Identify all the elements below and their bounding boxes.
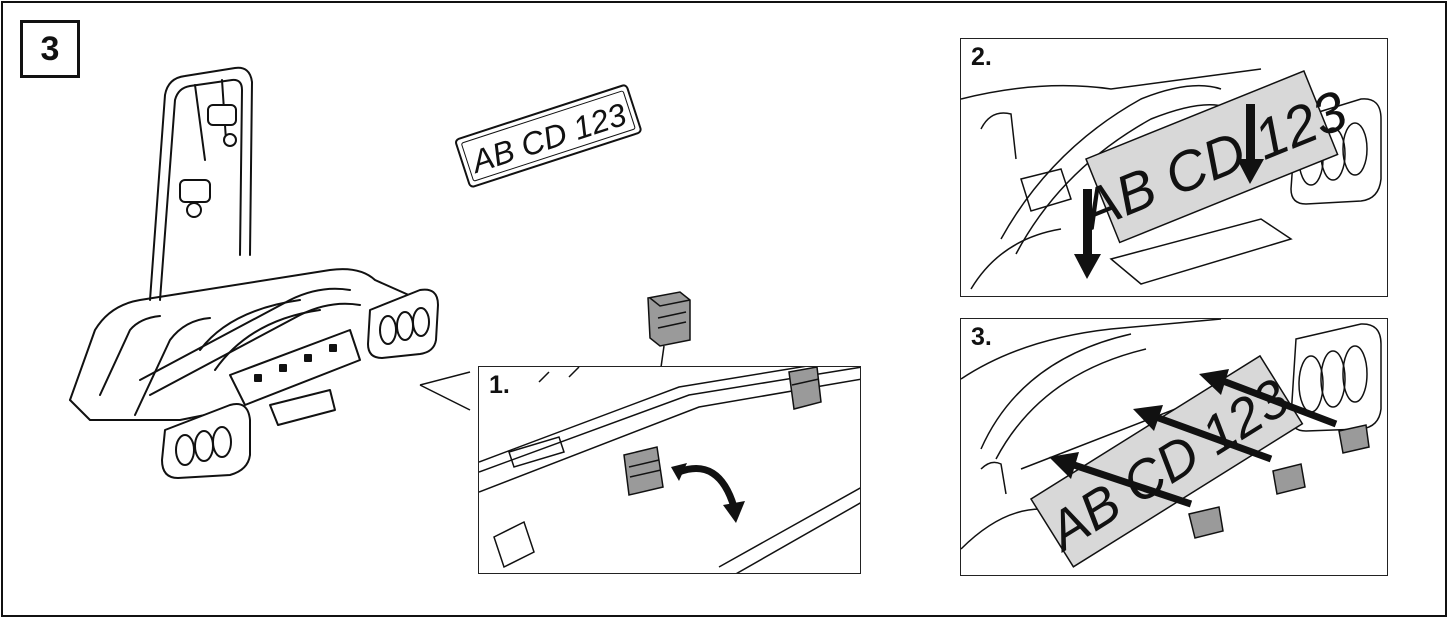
down-arrows <box>1074 104 1264 279</box>
license-plate: AB CD 123 <box>455 84 642 188</box>
bike-carrier-illustration <box>69 66 439 479</box>
insertion-arrows <box>1049 369 1338 508</box>
panel-3-label: 3. <box>969 323 994 352</box>
panel-1-label: 1. <box>487 371 512 400</box>
plate-text: AB CD 123 <box>465 96 630 180</box>
detail-panel-1: 1. <box>478 366 861 574</box>
rotation-arrow <box>671 463 745 523</box>
panel-2-illustration: AB CD 123 <box>961 68 1382 290</box>
detail-panel-2: AB CD 123 2. <box>960 38 1388 297</box>
detail-panel-3: AB CD 123 3. <box>960 318 1388 576</box>
step-number: 3 <box>40 29 60 68</box>
panel-3-clips <box>1188 424 1370 539</box>
panel-2-plate: AB CD 123 <box>1069 69 1355 244</box>
callout-lines <box>419 371 471 411</box>
panel-1-illustration <box>479 367 860 573</box>
panel-2-label: 2. <box>969 43 994 72</box>
panel-3-illustration: AB CD 123 <box>961 319 1382 568</box>
step-number-box: 3 <box>20 20 80 78</box>
